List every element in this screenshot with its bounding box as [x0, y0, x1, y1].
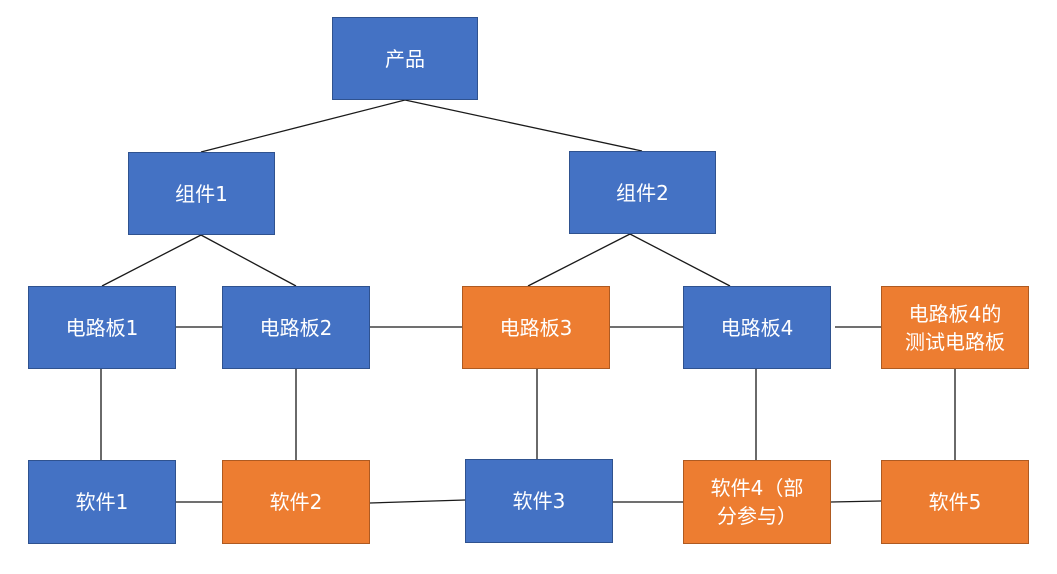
node-component-2-label: 组件2	[616, 180, 669, 205]
edge-comp2-pcb4	[629, 233, 731, 287]
node-circuit-board-4-test-label-line-1: 电路板4的	[908, 301, 1002, 326]
node-component-1: 组件1	[128, 152, 275, 235]
node-software-1: 软件1	[28, 460, 176, 544]
node-software-4-label-line-1: 软件4（部	[710, 476, 804, 500]
node-circuit-board-3: 电路板3	[462, 286, 610, 369]
node-software-4: 软件4（部 分参与）	[683, 460, 831, 544]
node-component-2: 组件2	[569, 151, 716, 234]
node-circuit-board-1-label: 电路板1	[65, 315, 139, 340]
edge-comp1-pcb2	[200, 234, 297, 287]
node-circuit-board-4-test-board: 电路板4的 测试电路板	[881, 286, 1029, 369]
node-software-2-label: 软件2	[269, 490, 323, 514]
node-software-2: 软件2	[222, 460, 370, 544]
node-circuit-board-1: 电路板1	[28, 286, 176, 369]
edge-comp2-pcb3	[527, 233, 631, 287]
node-component-1-label: 组件1	[175, 181, 228, 206]
node-software-4-label-line-2: 分参与）	[717, 504, 797, 528]
edge-sw4-sw5	[830, 500, 882, 503]
node-product: 产品	[332, 17, 478, 100]
edge-product-comp1	[200, 99, 406, 153]
edge-product-comp2	[404, 99, 643, 152]
node-circuit-board-2: 电路板2	[222, 286, 370, 369]
node-software-5: 软件5	[881, 460, 1029, 544]
node-circuit-board-4-label: 电路板4	[720, 315, 794, 340]
node-circuit-board-4-test-label-line-2: 测试电路板	[905, 329, 1005, 354]
edge-sw2-sw3	[369, 499, 466, 504]
node-circuit-board-4: 电路板4	[683, 286, 831, 369]
node-software-3: 软件3	[465, 459, 613, 543]
node-circuit-board-2-label: 电路板2	[259, 315, 333, 340]
node-software-1-label: 软件1	[75, 490, 129, 514]
node-product-label: 产品	[385, 46, 425, 71]
node-software-5-label: 软件5	[928, 490, 982, 514]
node-software-3-label: 软件3	[512, 489, 566, 513]
node-circuit-board-3-label: 电路板3	[499, 315, 573, 340]
edge-comp1-pcb1	[101, 234, 202, 287]
